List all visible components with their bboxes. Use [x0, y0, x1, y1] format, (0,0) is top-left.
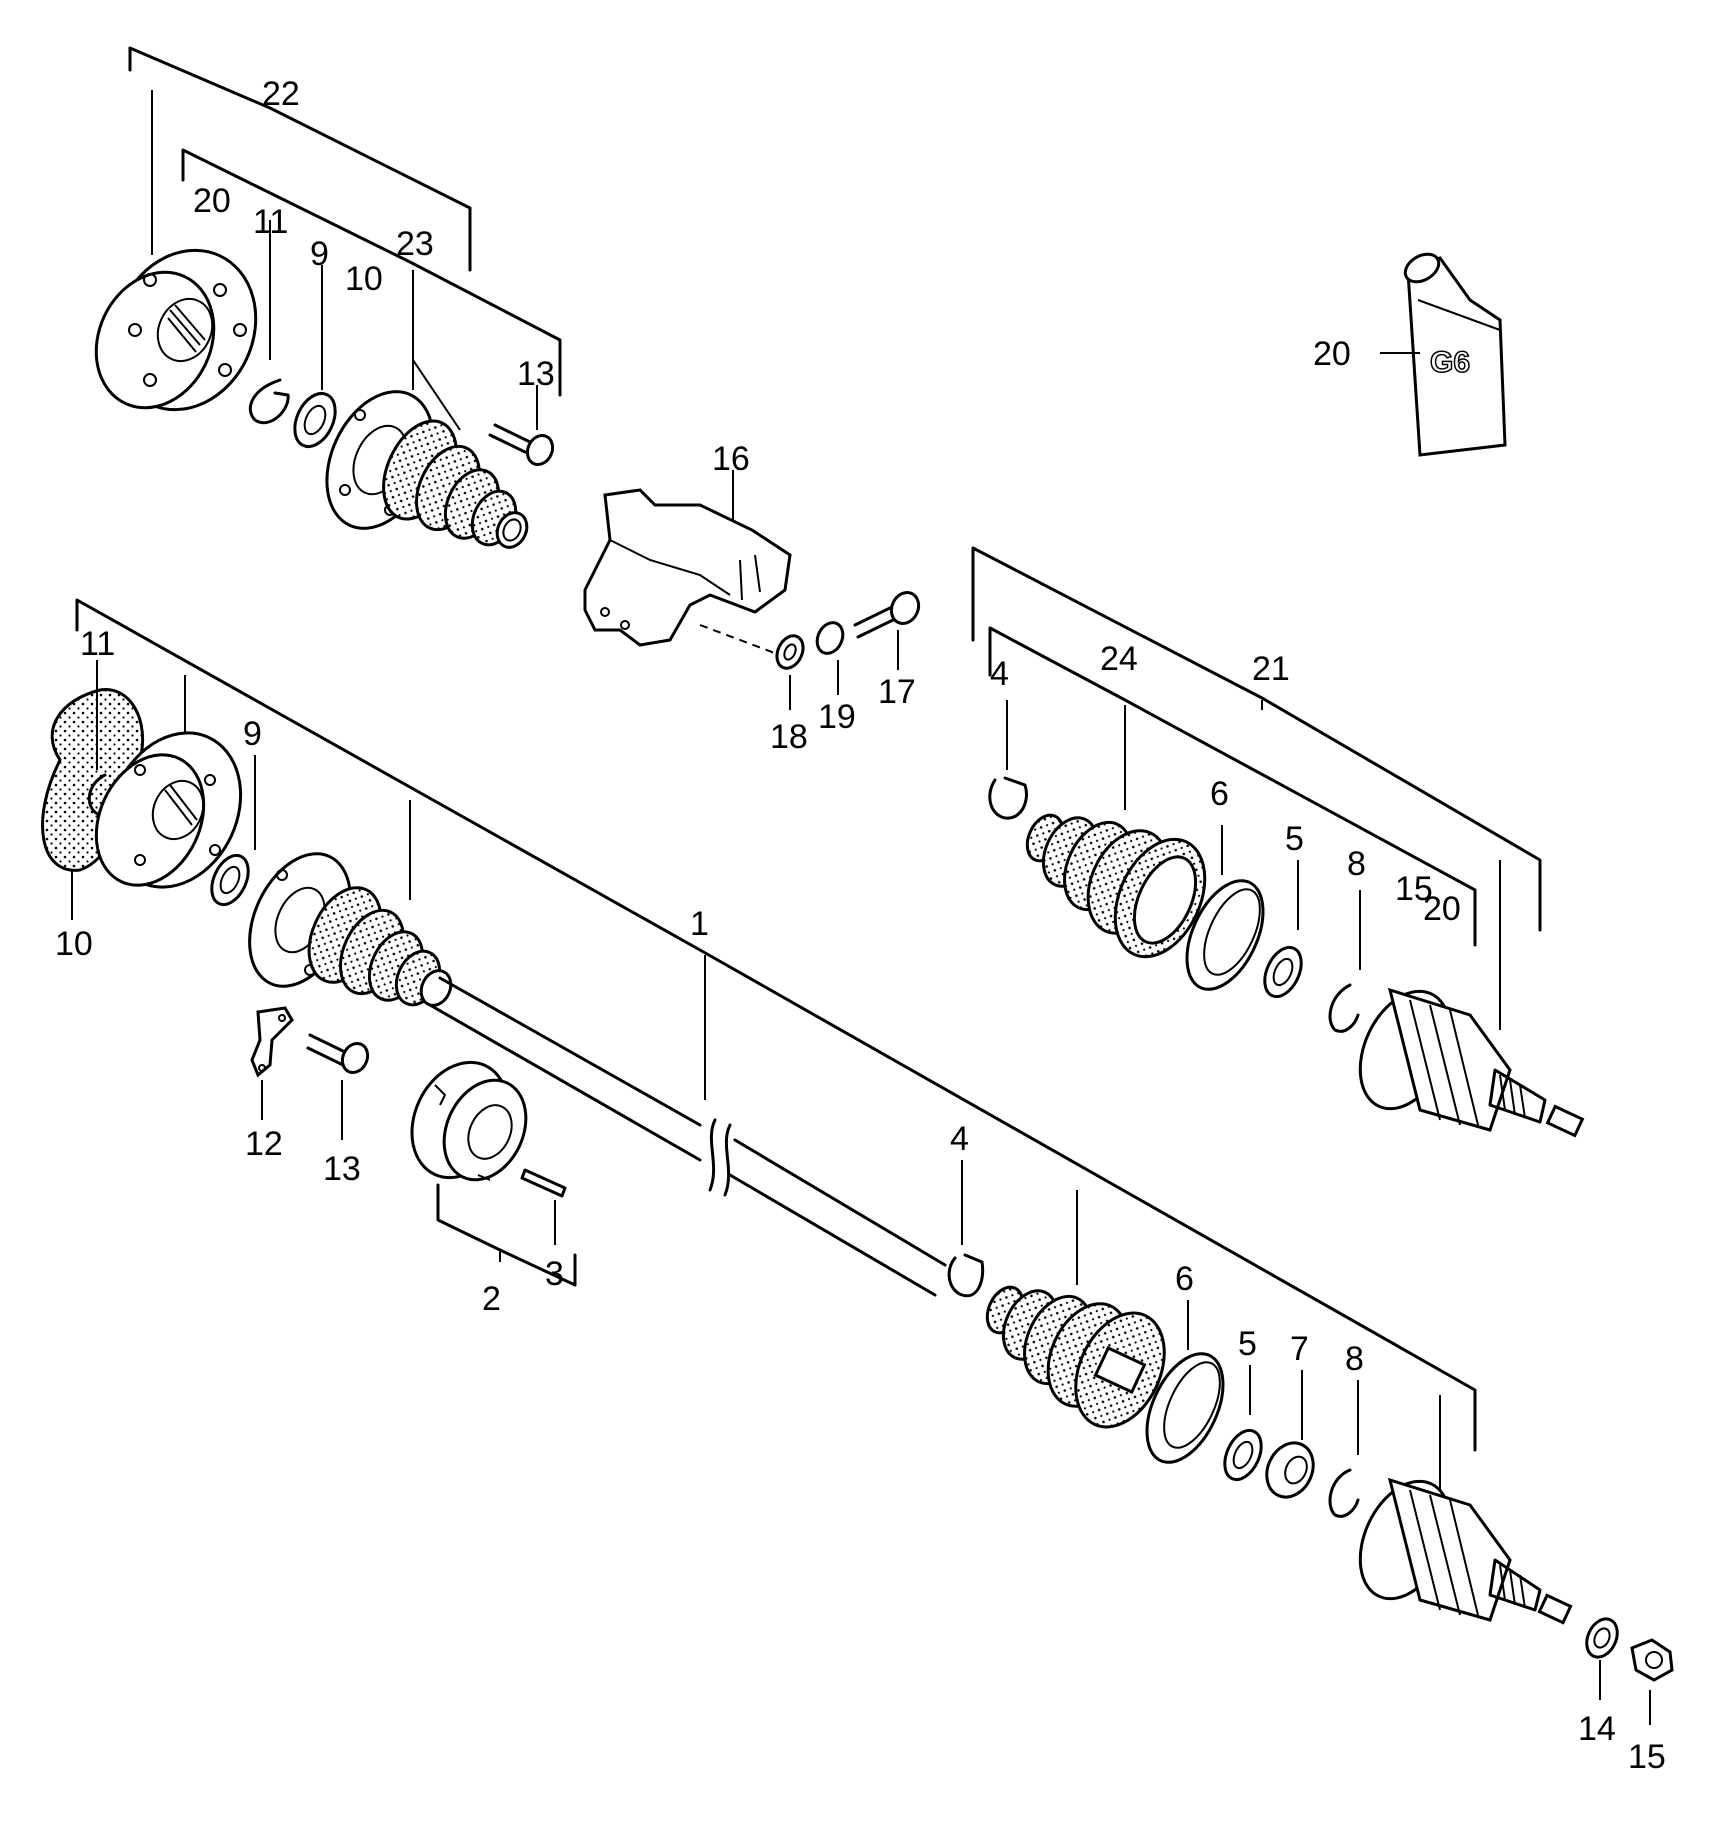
- label-12: 12: [245, 1125, 283, 1163]
- bracket-23: [181, 148, 562, 397]
- ring-7: [1265, 1441, 1315, 1499]
- callout-labels: 22 20 11 9 10 23 13 16 20 11 9 10 18 19 …: [55, 75, 1666, 1776]
- label-22: 22: [262, 75, 300, 113]
- flange-upper: [94, 248, 258, 412]
- label-23: 23: [396, 225, 434, 263]
- clamp-right: [988, 776, 1028, 820]
- label-6-right: 6: [1210, 775, 1229, 813]
- label-20-upper: 20: [193, 182, 231, 220]
- drive-shaft: [428, 976, 947, 1297]
- washer-upper: [293, 392, 337, 448]
- cv-joint-main-left: [248, 852, 453, 1007]
- clamp-6-main: [1145, 1352, 1225, 1464]
- label-11-upper: 11: [253, 203, 288, 241]
- label-5-right: 5: [1285, 820, 1304, 858]
- label-5-main: 5: [1238, 1325, 1257, 1363]
- label-1: 1: [690, 905, 709, 943]
- bolt-17: [853, 590, 921, 639]
- label-11-main: 11: [80, 625, 115, 663]
- cv-joint-outer-main: [1358, 1477, 1573, 1625]
- bracket-24: [988, 626, 1477, 947]
- cv-joint-outer-right: [1358, 987, 1585, 1138]
- bracket-1: [75, 598, 1477, 1452]
- bearing-2: [410, 1060, 528, 1182]
- washer-5-main: [1223, 1428, 1263, 1482]
- pin-3: [520, 1168, 567, 1198]
- label-9-upper: 9: [310, 235, 329, 273]
- label-21: 21: [1252, 650, 1290, 688]
- label-15-nut: 15: [1628, 1738, 1666, 1776]
- clamp-main: [947, 1253, 985, 1298]
- bolt-main: [306, 1033, 370, 1075]
- washer-14: [1585, 1617, 1619, 1659]
- bracket-21: [971, 546, 1542, 932]
- cv-joint-upper: [325, 390, 529, 549]
- label-7: 7: [1290, 1330, 1309, 1368]
- label-9-main: 9: [243, 715, 262, 753]
- label-4-main: 4: [950, 1120, 969, 1158]
- label-20-tube: 20: [1313, 335, 1351, 373]
- label-10-main: 10: [55, 925, 93, 963]
- circlip-8-right: [1328, 983, 1360, 1033]
- axis-line-16: [699, 624, 781, 656]
- heat-shield: [583, 488, 792, 647]
- boot-main-right: [985, 1285, 1166, 1429]
- label-4-right: 4: [990, 655, 1009, 693]
- washer-main: [210, 853, 250, 907]
- label-13-main: 13: [323, 1150, 361, 1188]
- bracket-22: [128, 46, 472, 272]
- label-8-right: 8: [1347, 845, 1366, 883]
- lock-plate: [250, 1006, 294, 1078]
- nut-15: [1630, 1638, 1674, 1682]
- washer-19: [815, 621, 845, 655]
- leader-23b: [412, 359, 461, 431]
- label-14: 14: [1578, 1710, 1616, 1748]
- label-15-right: 15: [1395, 870, 1433, 908]
- label-8-main: 8: [1345, 1340, 1364, 1378]
- boot-right: [1025, 813, 1207, 959]
- label-16: 16: [712, 440, 750, 478]
- label-17: 17: [878, 673, 916, 711]
- label-2: 2: [482, 1280, 501, 1318]
- washer-18: [775, 634, 805, 670]
- label-19: 19: [818, 698, 856, 736]
- label-3: 3: [545, 1255, 564, 1293]
- label-6-main: 6: [1175, 1260, 1194, 1298]
- bolt-upper: [488, 423, 555, 467]
- label-13-upper: 13: [517, 355, 555, 393]
- tube-text: G6: [1430, 346, 1470, 379]
- label-10-upper: 10: [345, 260, 383, 298]
- label-20-right: 20: [1423, 890, 1461, 928]
- flange-main: [94, 731, 243, 889]
- label-24: 24: [1100, 640, 1138, 678]
- washer-5-right: [1263, 945, 1303, 999]
- circlip-8-main: [1328, 1468, 1360, 1518]
- clamp-6-right: [1185, 879, 1265, 991]
- grease-tube: [1403, 252, 1507, 457]
- circlip-upper: [248, 378, 290, 424]
- label-18: 18: [770, 718, 808, 756]
